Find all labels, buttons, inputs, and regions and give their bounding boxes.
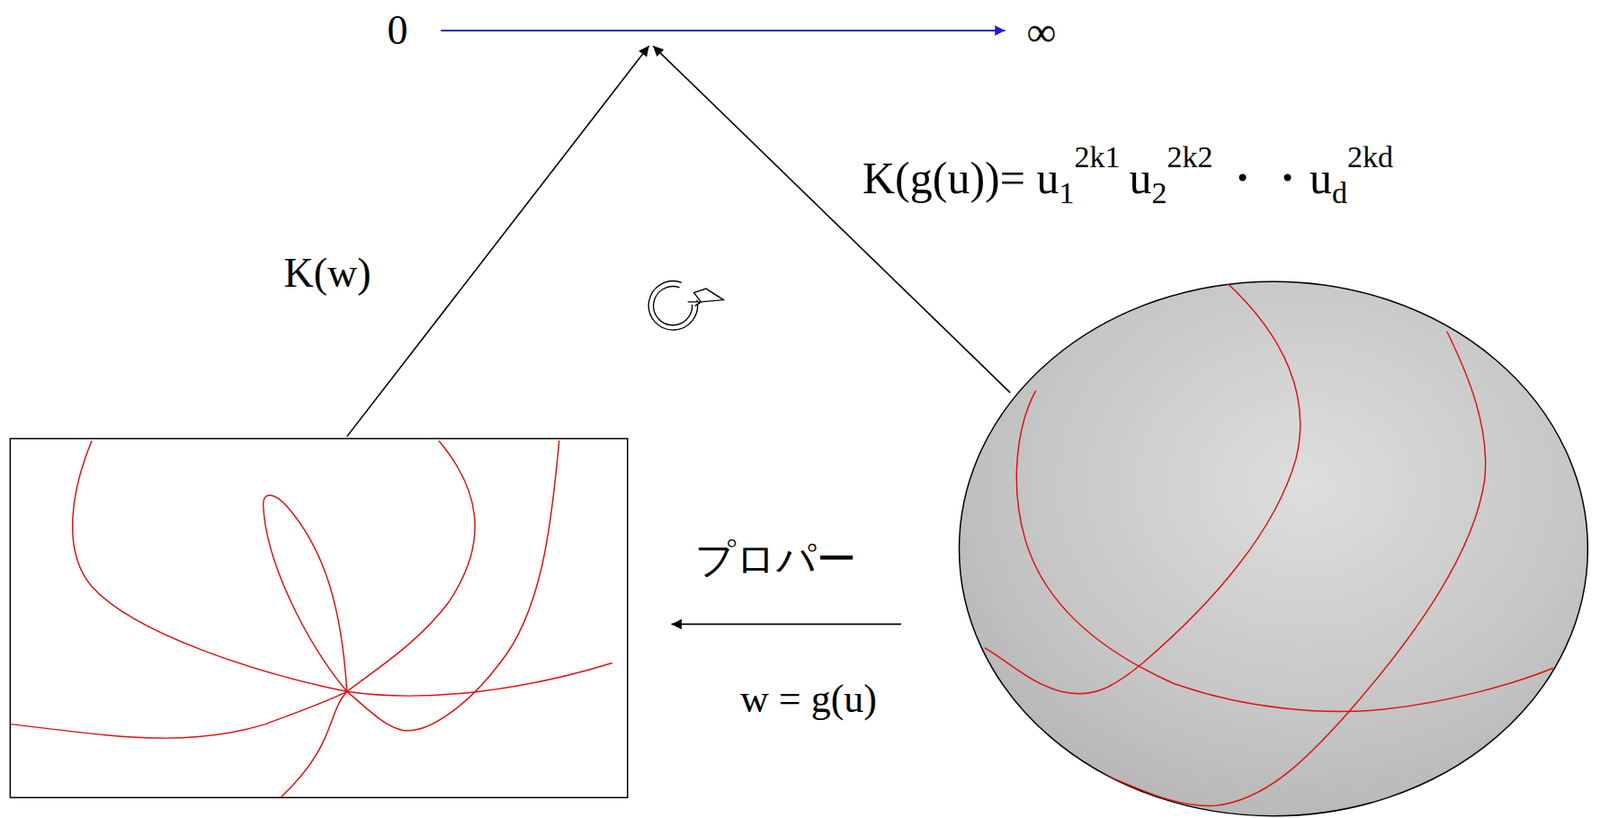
axis-label: 0 xyxy=(387,9,409,52)
proper-map-arrow xyxy=(671,624,902,626)
resolved-manifold xyxy=(958,281,1588,817)
formula-part: d xyxy=(1331,178,1348,209)
formula-part: ・・ xyxy=(1219,155,1310,201)
formula: K(g(u))=u12k1u22k2・・ud2kd xyxy=(862,155,1394,201)
normal-crossing-curves xyxy=(984,280,1554,806)
axis-label: ∞ xyxy=(1027,11,1057,54)
formula-part: u xyxy=(1309,155,1332,201)
formula-part: 2k1 xyxy=(1073,142,1120,173)
formula-part: 2kd xyxy=(1347,142,1394,173)
formula-part: u xyxy=(1128,155,1152,201)
map-arrow xyxy=(347,45,650,438)
parameter-space xyxy=(9,438,627,798)
commute-symbol xyxy=(648,281,724,331)
formula-part: 1 xyxy=(1058,178,1074,209)
formula-part: 2k2 xyxy=(1166,142,1213,173)
formula-part: K(g(u))= xyxy=(862,155,1026,201)
map-label: プロパー xyxy=(695,539,857,580)
map-arrow xyxy=(652,45,1011,394)
value-axis xyxy=(440,29,1005,32)
map-label: w = g(u) xyxy=(740,679,877,720)
formula-part: u xyxy=(1036,155,1059,201)
formula-part: 2 xyxy=(1151,178,1167,209)
singular-curves xyxy=(9,440,612,798)
function-label: K(w) xyxy=(283,252,371,295)
